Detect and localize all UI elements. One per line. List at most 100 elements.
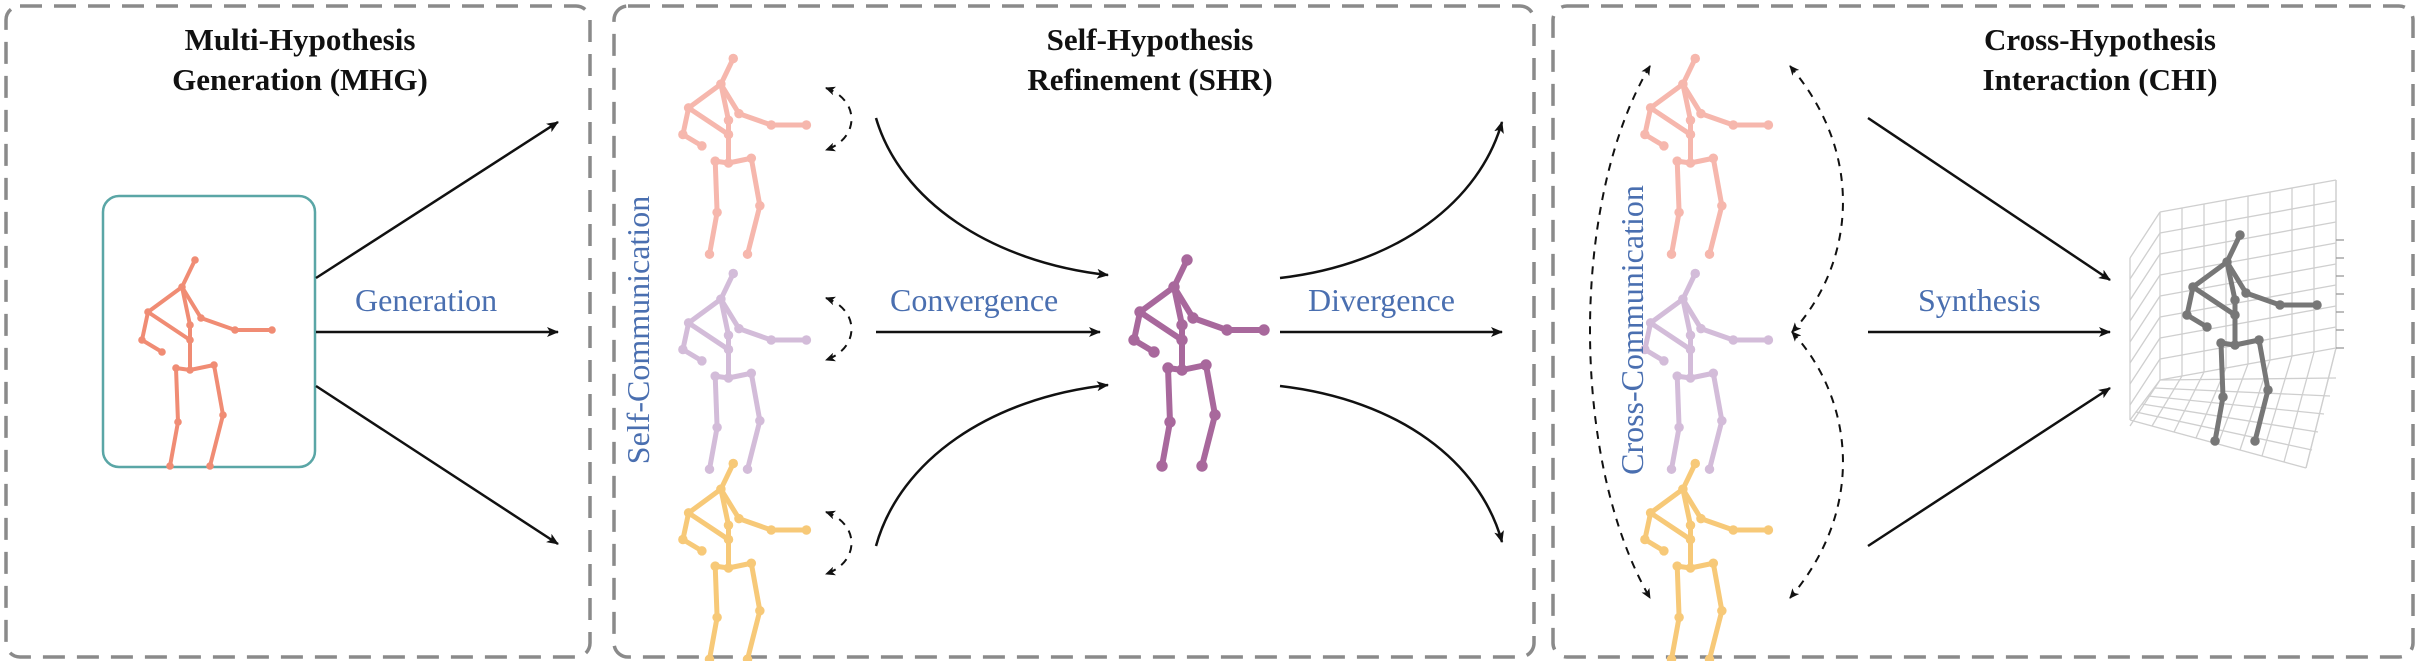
input-pose-joint — [197, 314, 205, 322]
output-pose-joint — [2275, 300, 2285, 310]
chi-hypothesis-2-joint — [1685, 344, 1696, 355]
grid-line — [2305, 347, 2337, 469]
chi-hypothesis-3-joint — [1717, 606, 1727, 616]
grid-line — [2129, 358, 2161, 406]
refined-pose-joint — [1176, 319, 1188, 331]
shr-hypothesis-1-joint — [723, 158, 734, 168]
shr-hypothesis-1-joint — [766, 120, 776, 130]
refined-pose-joint — [1134, 306, 1146, 318]
shr-hypothesis-1-bone — [748, 155, 763, 209]
output-pose-joint — [2218, 392, 2228, 402]
chi-hypothesis-3-bone — [1669, 614, 1682, 661]
chi-hypothesis-1-bone — [1710, 155, 1725, 209]
grid-line — [2159, 200, 2337, 234]
shr-hypothesis-2-joint — [678, 344, 688, 355]
grid-line — [2159, 242, 2337, 276]
grid-line — [2159, 179, 2337, 213]
output-pose-joint — [2241, 288, 2251, 298]
chi-hypothesis-2-bone — [1648, 296, 1686, 326]
shr-hypothesis-3-bone — [748, 560, 763, 614]
shr-hypothesis-1-joint — [710, 156, 720, 166]
shr-hypothesis-2-joint — [712, 422, 722, 433]
shr-hypothesis-1-joint — [734, 108, 744, 119]
shr-hypothesis-2-joint — [683, 318, 694, 328]
shr-hypothesis-1-joint — [716, 79, 726, 89]
shr-hypothesis-1-joint — [728, 53, 738, 64]
chi-hypothesis-3-bone — [1648, 510, 1693, 542]
refined-pose-bone — [1165, 365, 1173, 425]
shr-hypothesis-2-joint — [734, 323, 744, 334]
refined-pose-joint — [1221, 324, 1233, 336]
chi-hypothesis-1-joint — [1763, 120, 1774, 130]
shr-hypothesis-2-bone — [686, 296, 724, 326]
input-pose-joint — [268, 326, 276, 334]
refined-pose-bone — [1137, 284, 1177, 315]
shr-hypothesis-1-bone — [686, 105, 731, 137]
refined-pose-joint — [1196, 460, 1208, 472]
panel-title-mhg-line1: Multi-Hypothesis — [184, 22, 416, 57]
shr-hypothesis-1-joint — [801, 120, 812, 130]
input-pose-joint — [172, 364, 180, 372]
input-pose-joint — [231, 326, 239, 334]
shr-hypothesis-3-joint — [723, 534, 734, 545]
cross-communication-right-arc-top — [1789, 65, 1844, 333]
output-pose-joint — [2230, 340, 2240, 350]
input-pose-bone — [180, 258, 197, 289]
chi-hypothesis-3 — [1640, 458, 1774, 661]
output-pose-joint — [2216, 338, 2226, 348]
chi-hypothesis-2-joint — [1666, 464, 1677, 474]
chi-hypothesis-2-joint — [1690, 268, 1700, 279]
chi-hypothesis-1-bone — [1698, 111, 1736, 128]
arrow-generation-bottom — [315, 384, 559, 546]
output-pose-bone — [2243, 290, 2283, 308]
shr-hypothesis-3-joint — [710, 561, 720, 571]
chi-hypothesis-1-joint — [1678, 79, 1688, 89]
input-pose-joint — [166, 462, 174, 470]
shr-hypothesis-3-joint — [712, 612, 722, 623]
shr-hypothesis-1-joint — [683, 103, 694, 113]
chi-hypothesis-3-joint — [1645, 508, 1656, 518]
output-pose-joint — [2250, 436, 2260, 446]
grid-line — [2159, 305, 2337, 339]
chi-hypothesis-2-joint — [1728, 335, 1738, 345]
refined-pose-bone — [1137, 309, 1185, 343]
grid-line — [2129, 253, 2161, 301]
refined-pose-bone — [1171, 284, 1185, 328]
shr-hypothesis-1-joint — [697, 141, 707, 151]
shr-hypothesis-1-bone — [745, 203, 763, 257]
output-pose-bone — [2190, 284, 2238, 318]
input-pose-bone — [168, 420, 180, 468]
chi-hypothesis-2-bone — [1674, 373, 1682, 430]
arrow-convergence-top — [874, 117, 1109, 279]
input-pose-bone — [140, 338, 164, 354]
output-pose-joint — [2312, 300, 2322, 310]
shr-hypothesis-2-joint — [697, 356, 707, 366]
chi-hypothesis-3-joint — [1690, 458, 1700, 469]
output-pose-joint — [2254, 335, 2264, 345]
grid-line — [2141, 403, 2319, 433]
chi-hypothesis-1-joint — [1685, 158, 1696, 168]
refined-pose-joint — [1156, 460, 1168, 472]
chi-hypothesis-1-joint — [1645, 103, 1656, 113]
grid-line — [2129, 274, 2161, 322]
output-pose-bone — [2224, 259, 2238, 303]
panel-mhg-border — [4, 4, 592, 659]
input-pose-bone — [199, 316, 237, 332]
output-pose-joint — [2263, 385, 2273, 395]
chi-hypothesis-1-joint — [1674, 207, 1684, 218]
panel-title-shr-line1: Self-Hypothesis — [1046, 22, 1254, 57]
synthesis-label: Synthesis — [1918, 282, 2041, 318]
shr-hypothesis-3-joint — [742, 654, 753, 661]
grid-line — [2159, 377, 2337, 381]
grid-line — [2129, 379, 2161, 421]
shr-hypothesis-3-bone — [686, 486, 724, 516]
shr-hypothesis-2-joint — [742, 464, 753, 474]
panel-title-chi-line1: Cross-Hypothesis — [1984, 22, 2216, 57]
chi-hypothesis-3-bone — [1698, 516, 1736, 533]
chi-hypothesis-1-bone — [1674, 158, 1682, 215]
grid-line — [2153, 387, 2331, 397]
chi-hypothesis-3-bone — [1674, 563, 1682, 620]
refined-pose-joint — [1181, 254, 1193, 266]
output-pose-joint — [2188, 282, 2198, 292]
